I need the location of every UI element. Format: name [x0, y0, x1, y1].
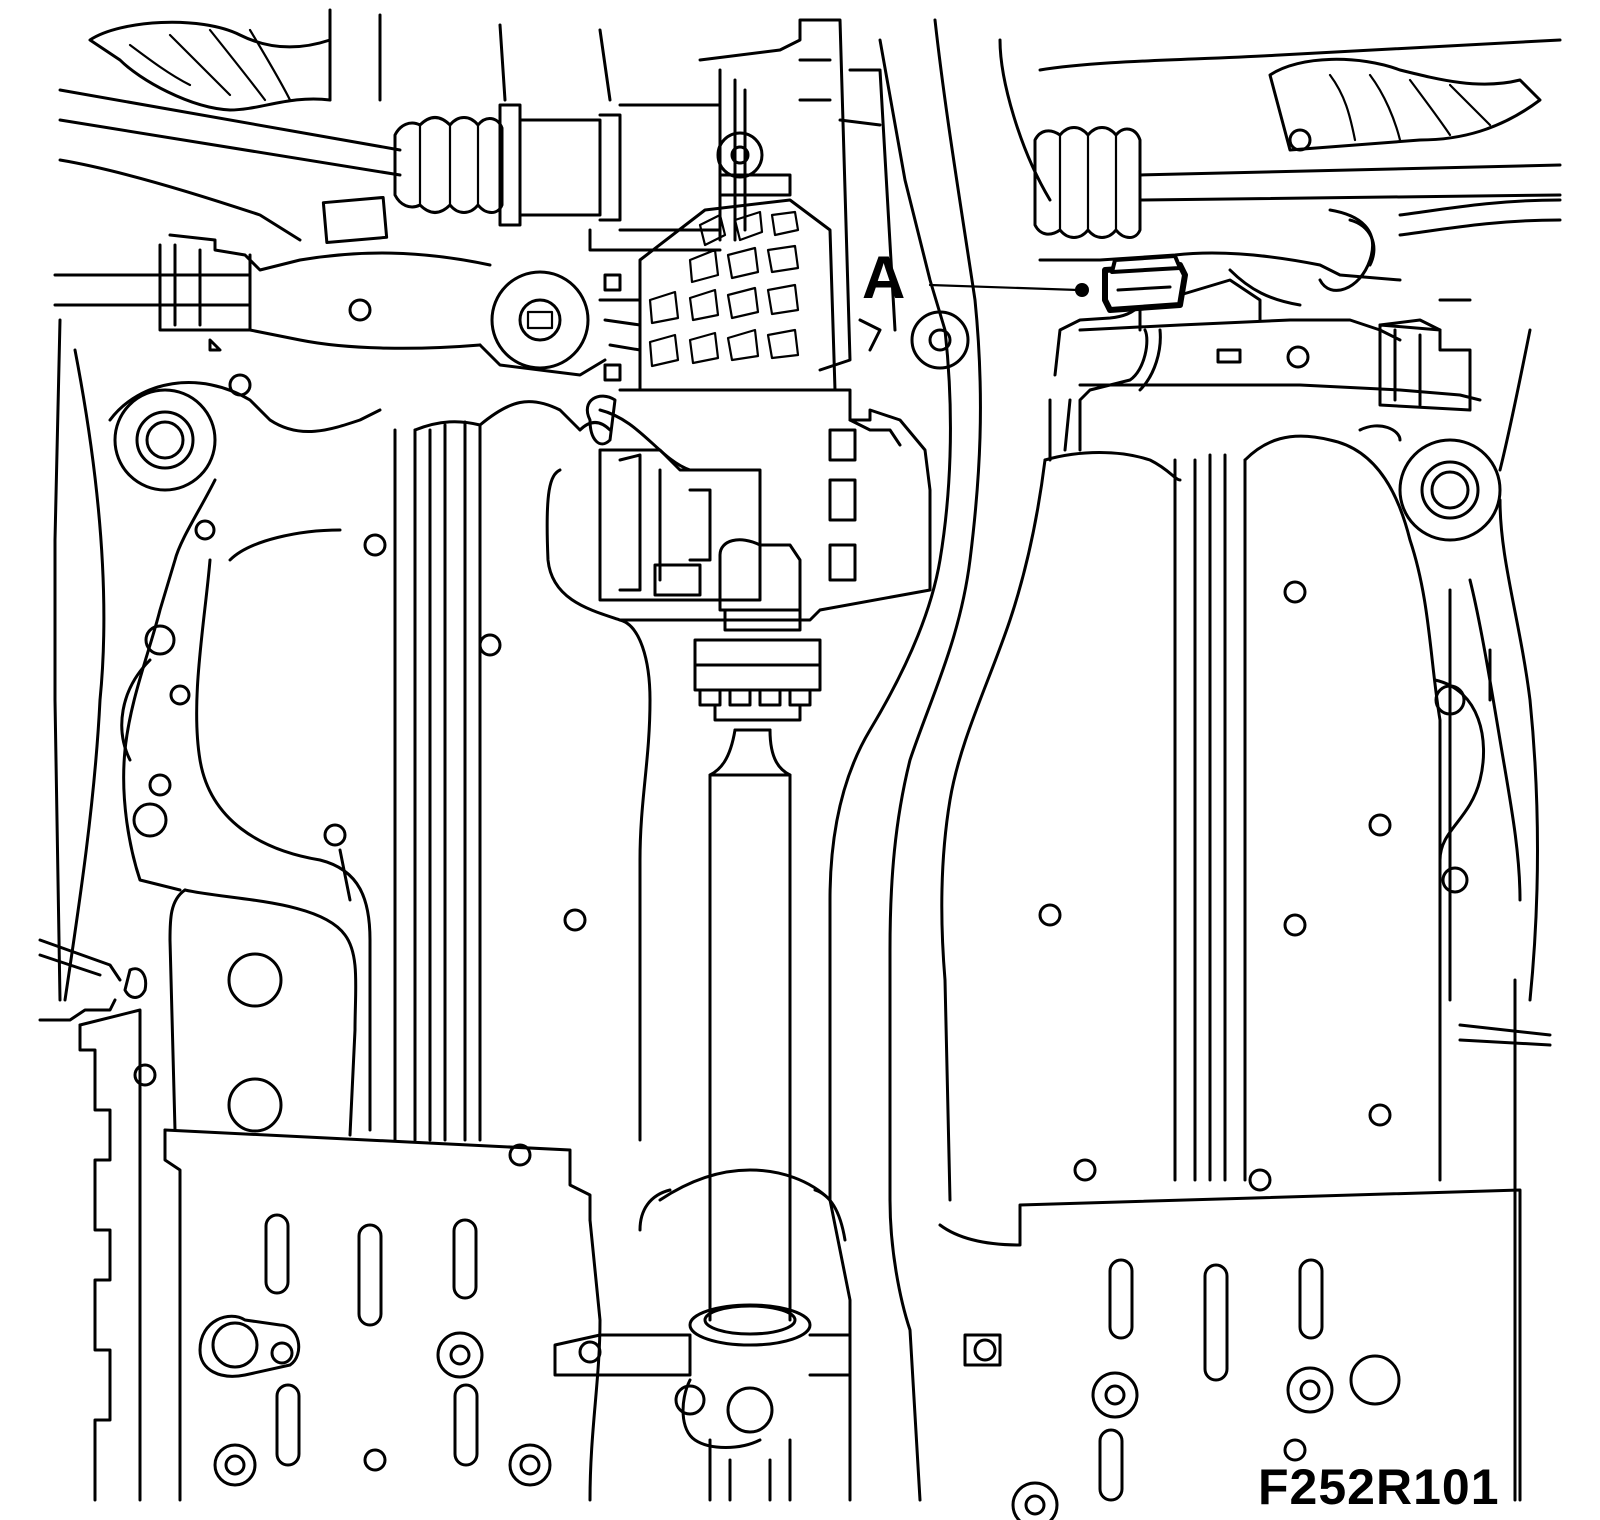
right-bottom-plate [940, 1190, 1520, 1520]
front-crossmember [55, 235, 605, 395]
upper-left-cables [60, 10, 610, 243]
left-floor-channel [395, 402, 650, 1165]
callout-a [930, 283, 1089, 297]
callout-label: A [862, 244, 906, 311]
transmission-mount [600, 20, 895, 390]
figure-id: F252R101 [1258, 1459, 1500, 1515]
right-sill-area [1360, 330, 1550, 1500]
left-axle-boot [395, 105, 720, 250]
tunnel-walls [830, 20, 980, 1500]
right-crossmember [1040, 253, 1480, 410]
component-a [1105, 256, 1185, 330]
component-a-bracket [1050, 285, 1160, 460]
left-bottom-plate [165, 1130, 600, 1500]
right-axle-boot [1000, 40, 1560, 290]
left-sill-area [40, 320, 385, 1500]
rear-drive-module [555, 390, 930, 1500]
right-floor-channel [942, 436, 1440, 1200]
callout-marker-dot [1075, 283, 1089, 297]
